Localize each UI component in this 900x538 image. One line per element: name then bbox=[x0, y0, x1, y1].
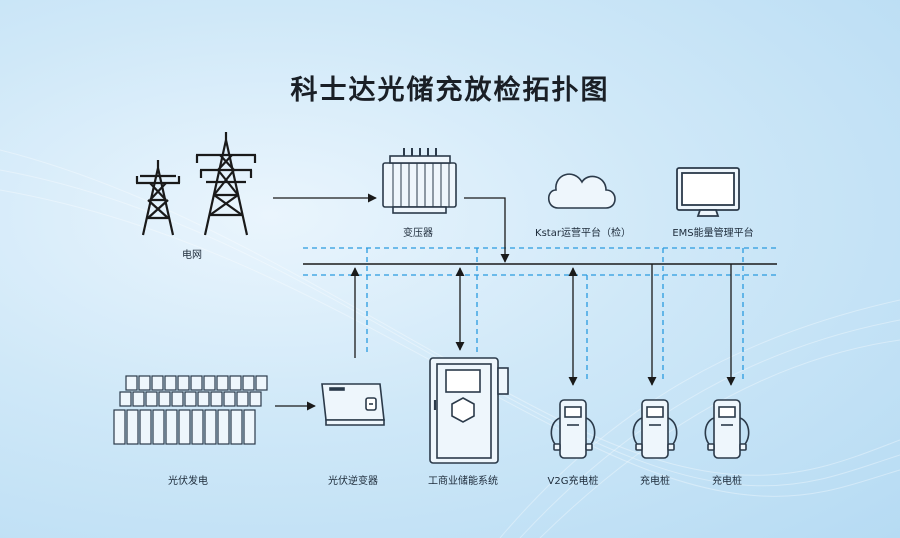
inverter-icon bbox=[321, 383, 385, 426]
solar-panel-cell bbox=[243, 409, 256, 445]
solar-panel-cell bbox=[164, 375, 177, 391]
charger-icon bbox=[550, 399, 596, 459]
solar-panel-cell bbox=[119, 391, 132, 407]
solar-panel-cell bbox=[249, 391, 262, 407]
solar-panel-icon bbox=[113, 375, 268, 445]
transformer-icon bbox=[382, 148, 457, 214]
solar-panel-cell bbox=[165, 409, 178, 445]
solar-panel-cell bbox=[190, 375, 203, 391]
solar-panel-cell bbox=[139, 409, 152, 445]
solar-panel-cell bbox=[242, 375, 255, 391]
cloud-icon bbox=[547, 173, 616, 209]
inverter-label: 光伏逆变器 bbox=[328, 476, 378, 487]
solar-panel-cell bbox=[145, 391, 158, 407]
solar-panel-cell bbox=[138, 375, 151, 391]
charger-icons bbox=[550, 399, 750, 459]
solar-panel-cell bbox=[151, 375, 164, 391]
solar-panel-cell bbox=[126, 409, 139, 445]
communication-lines bbox=[303, 247, 777, 380]
power-tower-icon bbox=[135, 132, 257, 236]
solar-panel-cell bbox=[152, 409, 165, 445]
charger-icon bbox=[704, 399, 750, 459]
solar-panel-cell bbox=[125, 375, 138, 391]
background-waves bbox=[0, 149, 900, 538]
storage-cabinet-icon bbox=[429, 357, 509, 464]
solar-panel-cell bbox=[255, 375, 268, 391]
solar-panel-cell bbox=[113, 409, 126, 445]
solar-panel-cell bbox=[230, 409, 243, 445]
pv-label: 光伏发电 bbox=[168, 476, 208, 487]
solar-panel-cell bbox=[223, 391, 236, 407]
charger-1-label: 充电桩 bbox=[640, 476, 670, 487]
solar-panel-cell bbox=[229, 375, 242, 391]
charger-icon bbox=[632, 399, 678, 459]
solar-panel-cell bbox=[178, 409, 191, 445]
solar-panel-cell bbox=[158, 391, 171, 407]
solar-panel-cell bbox=[236, 391, 249, 407]
charger-2-label: 充电桩 bbox=[712, 476, 742, 487]
cloud-platform-label: Kstar运营平台（检） bbox=[535, 228, 631, 239]
solar-panel-cell bbox=[132, 391, 145, 407]
ems-label: EMS能量管理平台 bbox=[672, 228, 754, 239]
solar-panel-cell bbox=[191, 409, 204, 445]
power-lines bbox=[273, 193, 777, 411]
solar-panel-cell bbox=[217, 409, 230, 445]
storage-label: 工商业储能系统 bbox=[428, 476, 498, 487]
monitor-icon bbox=[676, 167, 740, 217]
grid-label: 电网 bbox=[182, 250, 202, 261]
solar-panel-cell bbox=[171, 391, 184, 407]
page-title: 科士达光储充放检拓扑图 bbox=[290, 75, 610, 106]
solar-panel-cell bbox=[184, 391, 197, 407]
v2g-charger-label: V2G充电桩 bbox=[547, 476, 599, 487]
solar-panel-cell bbox=[216, 375, 229, 391]
solar-panel-cell bbox=[204, 409, 217, 445]
solar-panel-cell bbox=[210, 391, 223, 407]
solar-panel-cell bbox=[177, 375, 190, 391]
solar-panel-cell bbox=[203, 375, 216, 391]
solar-panel-cell bbox=[197, 391, 210, 407]
transformer-label: 变压器 bbox=[403, 228, 433, 239]
